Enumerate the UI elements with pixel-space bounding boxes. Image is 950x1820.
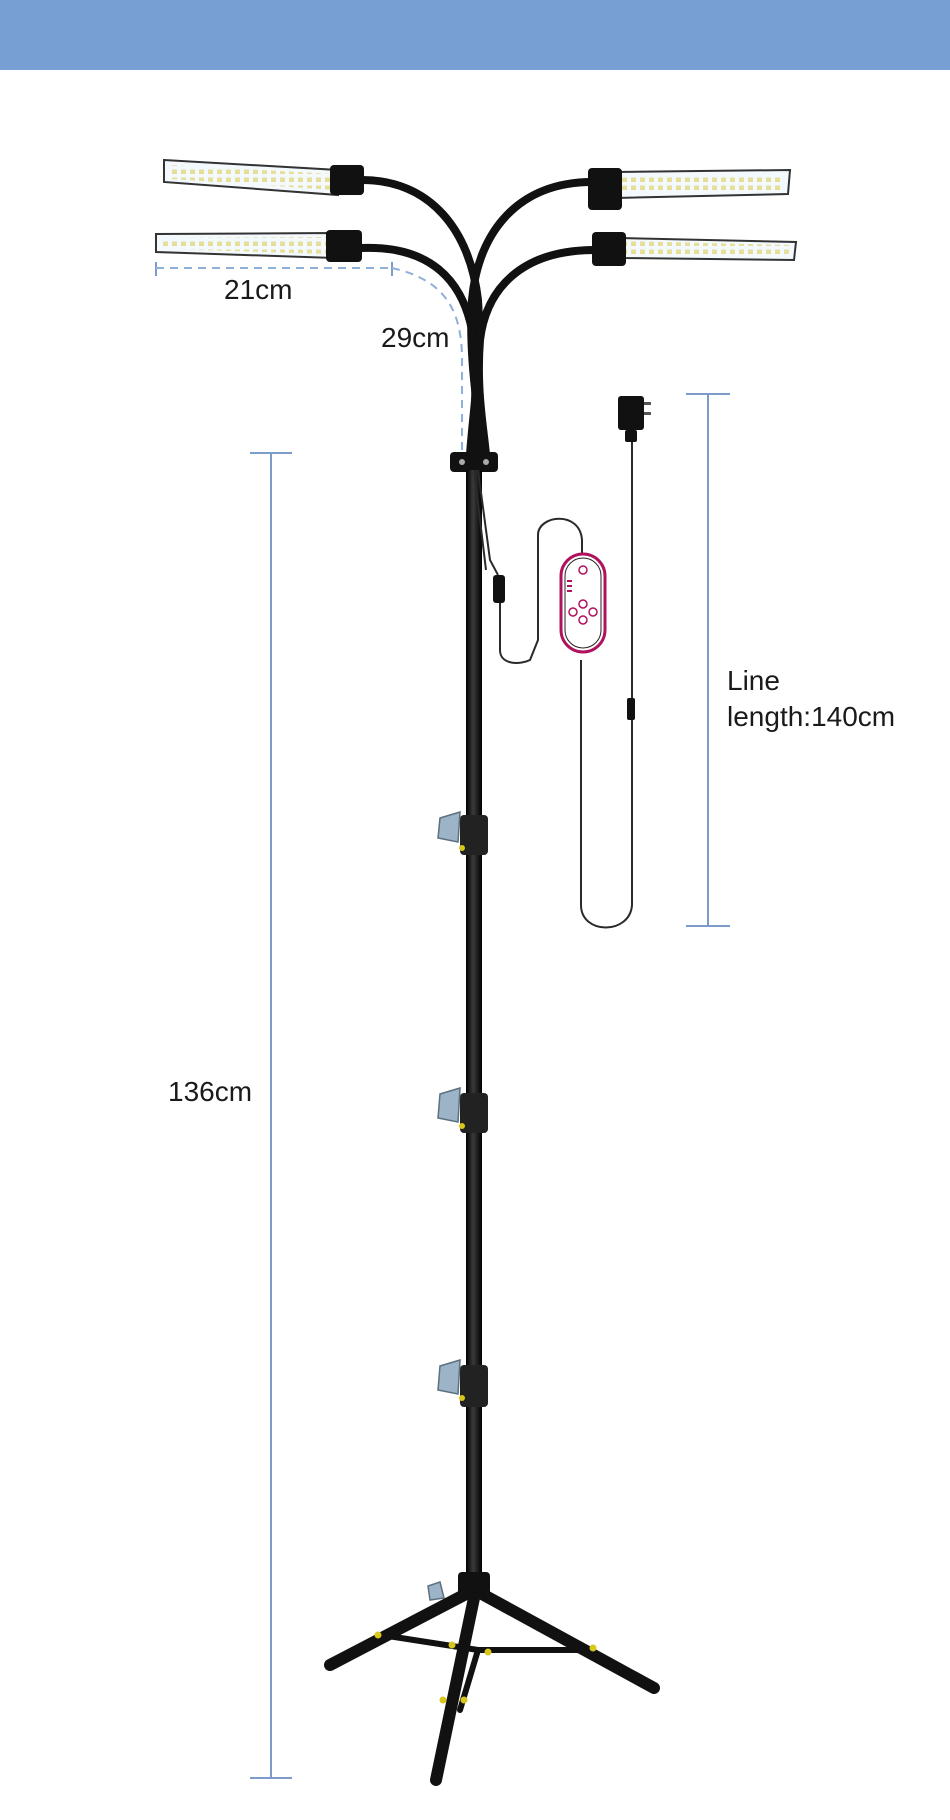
gooseneck-arm-top-right <box>467 178 596 459</box>
pole-clamp-1 <box>437 810 488 855</box>
line-length-dimension <box>686 393 730 927</box>
led-panel-top-left <box>163 158 364 197</box>
power-plug-icon <box>618 396 651 442</box>
inline-connector <box>493 575 505 603</box>
power-cable <box>473 440 633 929</box>
gooseneck-length-label: 29cm <box>381 322 450 353</box>
stand-height-label: 136cm <box>168 1076 253 1107</box>
line-length-label-line2: length:140cm <box>727 701 896 732</box>
remote-controller-icon <box>559 552 607 654</box>
tripod-base <box>324 1572 660 1786</box>
led-panel-top-right <box>588 168 792 210</box>
led-panel-bottom-right <box>592 232 798 266</box>
pole-clamp-2 <box>437 1086 488 1133</box>
line-length-label-line1: Line <box>727 665 780 696</box>
gooseneck-arm-bottom-right <box>474 246 599 459</box>
gooseneck-arms <box>356 176 599 459</box>
pole-clamp-3 <box>437 1358 488 1407</box>
led-panel-bottom-left <box>155 230 362 262</box>
pole-collar <box>450 452 498 472</box>
gooseneck-arm-top-left <box>358 176 483 459</box>
panel-width-label: 21cm <box>224 274 293 305</box>
stand-height-dimension <box>250 452 292 1779</box>
stand-pole <box>466 470 482 1590</box>
header-bar <box>0 0 950 70</box>
